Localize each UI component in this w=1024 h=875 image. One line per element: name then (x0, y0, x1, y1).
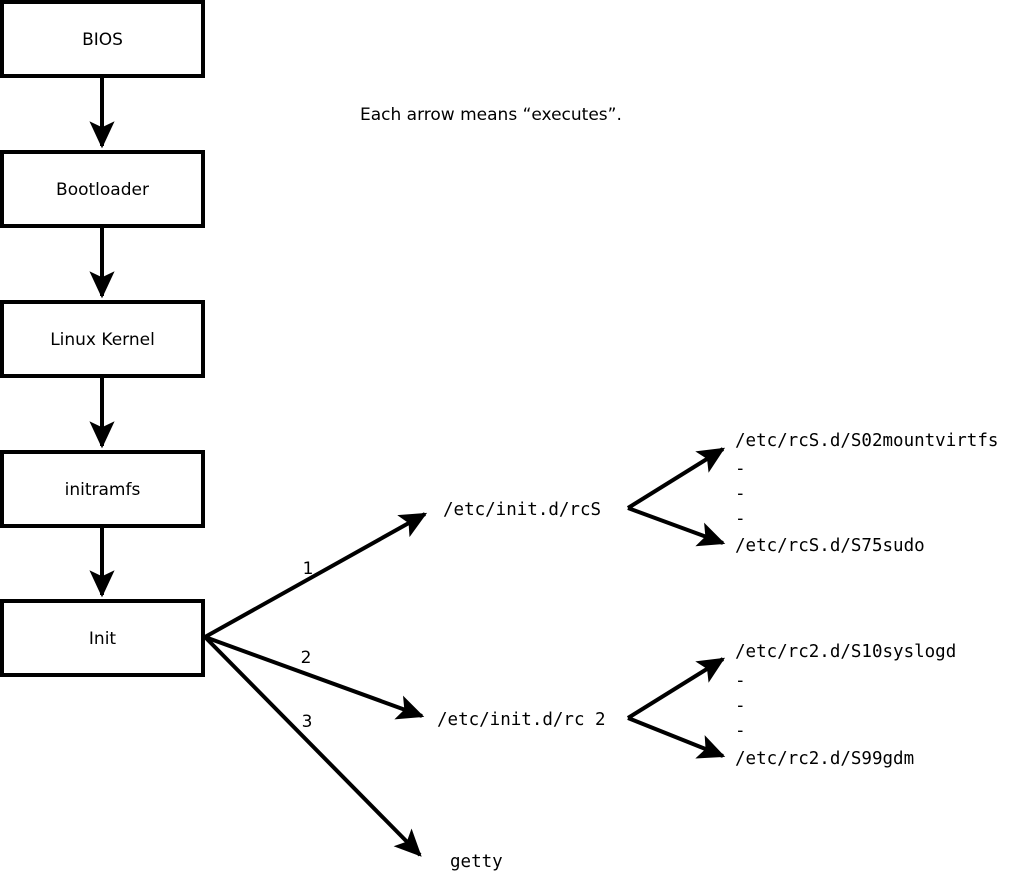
process-box-initramfs[interactable]: initramfs (0, 450, 205, 528)
init-fanout-edge-group (203, 512, 428, 857)
edge-number-1: 1 (303, 559, 314, 579)
edge-rcs-to-s75sudo (627, 506, 726, 547)
rcs-fanout-edge-group (626, 447, 726, 547)
edge-rcs-to-s02mountvirtfs (626, 447, 726, 510)
edge-number-3: 3 (302, 712, 313, 732)
edge-init-to-rcs (204, 512, 428, 639)
process-box-bootloader[interactable]: Bootloader (0, 150, 205, 228)
box-label-bios: BIOS (82, 30, 123, 50)
node-label-etc-rc2-d-s99gdm: /etc/rc2.d/S99gdm (735, 749, 914, 769)
edge-rc2-to-s10syslogd (626, 657, 726, 720)
node-label-etc-rcs-d-s75sudo: /etc/rcS.d/S75sudo (735, 536, 925, 556)
box-outline-bios (0, 0, 205, 78)
ellipsis-dashes-rcs: - - - (735, 459, 746, 529)
process-box-init[interactable]: Init (0, 599, 205, 677)
ellipsis-dash: - (735, 459, 746, 479)
ellipsis-dash: - (735, 696, 746, 716)
ellipsis-dash: - (735, 509, 746, 529)
node-label-etc-rcs-d-s02mountvirtfs: /etc/rcS.d/S02mountvirtfs (735, 431, 998, 451)
box-label-initramfs: initramfs (65, 480, 141, 500)
box-label-init: Init (89, 629, 117, 649)
box-outline-init (0, 599, 205, 677)
edge-init-to-rc2 (204, 635, 425, 720)
ellipsis-dashes-rc2: - - - (735, 671, 746, 741)
edge-rc2-to-s99gdm (627, 716, 726, 759)
box-label-linux-kernel: Linux Kernel (50, 330, 155, 350)
process-box-linux-kernel[interactable]: Linux Kernel (0, 300, 205, 378)
edge-number-2: 2 (301, 648, 312, 668)
node-label-etc-rc2-d-s10syslogd: /etc/rc2.d/S10syslogd (735, 642, 956, 662)
ellipsis-dash: - (735, 484, 746, 504)
node-label-etc-init-d-rcs: /etc/init.d/rcS (443, 500, 601, 520)
box-label-bootloader: Bootloader (56, 180, 149, 200)
ellipsis-dash: - (735, 721, 746, 741)
diagram-caption: Each arrow means “executes”. (360, 105, 622, 125)
node-label-getty: getty (450, 852, 503, 872)
rc2-fanout-edge-group (626, 657, 726, 759)
node-label-etc-init-d-rc-2: /etc/init.d/rc 2 (437, 710, 606, 730)
ellipsis-dash: - (735, 671, 746, 691)
box-outline-initramfs (0, 450, 205, 528)
process-box-bios[interactable]: BIOS (0, 0, 205, 78)
edge-init-to-getty (203, 635, 422, 857)
box-outline-bootloader (0, 150, 205, 228)
box-outline-linux-kernel (0, 300, 205, 378)
